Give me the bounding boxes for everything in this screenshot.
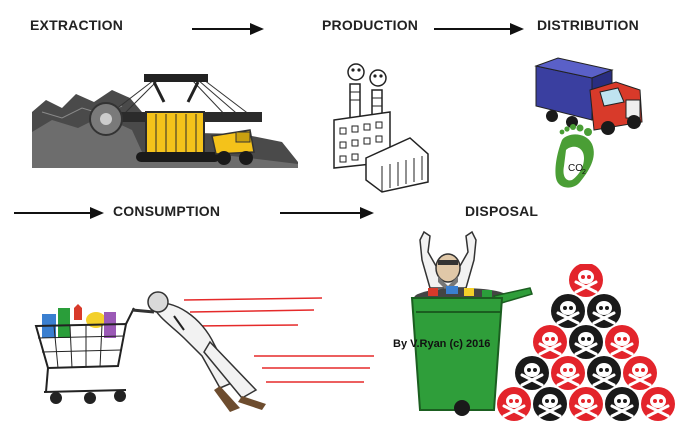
shopper-icon [131,291,266,412]
skull-crossbones-icon [623,356,657,390]
dump-truck-icon [211,129,255,165]
skull-crossbones-icon [587,294,621,328]
distribution-illustration: CO 2 [534,57,643,188]
consumption-illustration [34,291,374,412]
skull-crossbones-icon [497,387,531,421]
skull-crossbones-icon [533,387,567,421]
skull-crossbones-icon [533,325,567,359]
skull-crossbones-icon [515,356,549,390]
skull-crossbones-icon [569,387,603,421]
skull-crossbones-icon [551,294,585,328]
stage-extraction-label: EXTRACTION [30,17,123,33]
extraction-illustration [32,74,298,168]
arrow-to-consumption [14,207,104,219]
skull-crossbones-icon [641,387,675,421]
excavator-icon [89,74,262,162]
arrow-consumption-to-disposal [280,207,374,219]
lorry-icon [534,57,643,135]
skull-crossbones-icon [551,356,585,390]
factory-icon [333,63,429,193]
stage-production-label: PRODUCTION [322,17,419,33]
wheelie-bin-icon [410,230,533,416]
carbon-footprint-icon: CO 2 [555,124,594,188]
co2-label: CO [568,163,583,174]
skull-crossbones-icon [587,356,621,390]
stage-disposal-label: DISPOSAL [465,203,539,219]
skull-crossbones-icon [605,387,639,421]
stage-distribution-label: DISTRIBUTION [537,17,639,33]
skull-crossbones-icon [569,325,603,359]
arrow-production-to-distribution [434,23,524,35]
skull-pyramid [497,264,675,421]
co2-subscript: 2 [582,169,586,176]
arrow-extraction-to-production [192,23,264,35]
stage-consumption-label: CONSUMPTION [113,203,221,219]
author-credit: By V.Ryan (c) 2016 [393,338,491,350]
speed-lines [183,297,374,383]
shopping-trolley-icon [34,304,135,404]
skull-crossbones-icon [605,325,639,359]
skull-crossbones-icon [569,264,603,297]
